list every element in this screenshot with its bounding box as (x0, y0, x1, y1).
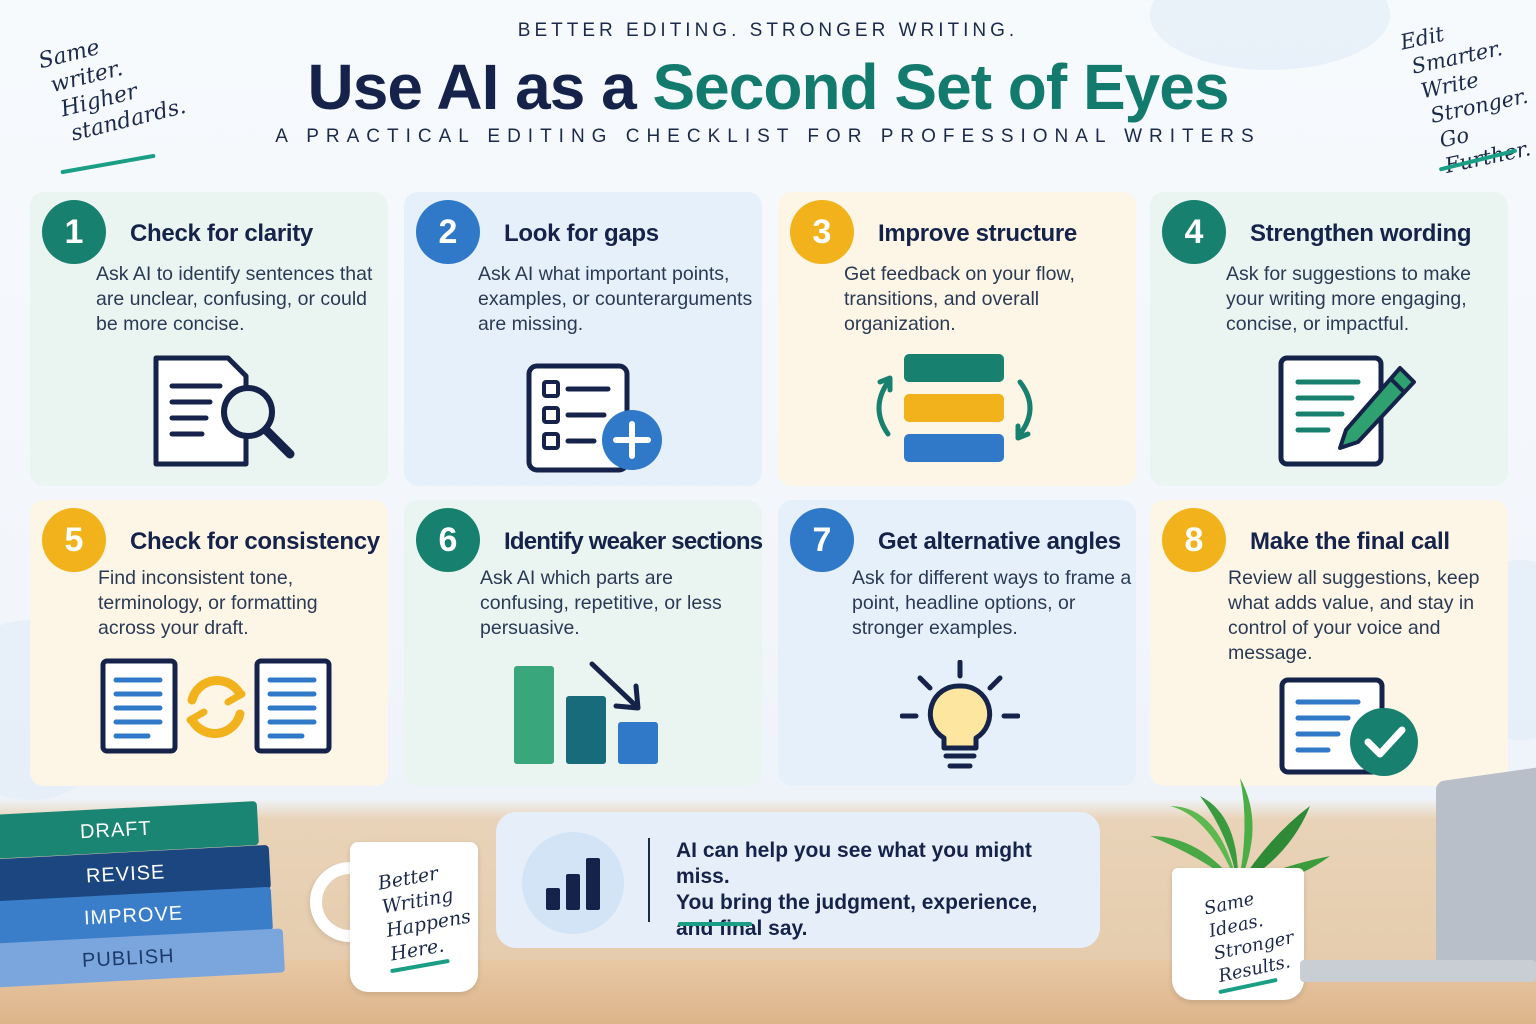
step-card-2: 2 Look for gaps Ask AI what important po… (404, 192, 762, 486)
step-card-8: 8 Make the final call Review all suggest… (1150, 500, 1508, 786)
step-title: Check for clarity (130, 220, 313, 247)
step-number: 5 (42, 508, 106, 572)
step-title: Get alternative angles (878, 528, 1121, 555)
callout-line: AI can help you see what you might miss. (676, 839, 1032, 888)
callout-message: AI can help you see what you might miss.… (676, 838, 1076, 942)
step-card-6: 6 Identify weaker sections Ask AI which … (404, 500, 763, 786)
step-title: Strengthen wording (1250, 220, 1472, 247)
lightbulb-icon (900, 660, 1020, 769)
step-description: Ask for different ways to frame a point,… (852, 567, 1132, 639)
step-description: Ask AI what important points, examples, … (478, 263, 753, 335)
callout-panel: AI can help you see what you might miss.… (496, 812, 1100, 948)
step-card-1: 1 Check for clarity Ask AI to identify s… (30, 192, 388, 486)
documents-sync-icon (100, 658, 332, 754)
step-title: Improve structure (878, 220, 1077, 247)
mug-text: Better Writing Happens Here. (376, 857, 477, 966)
step-title: Make the final call (1250, 528, 1450, 555)
document-check-icon (1279, 677, 1418, 776)
plant-pot: Same Ideas. Stronger Results. (1172, 868, 1304, 1000)
document-search-icon (153, 355, 295, 467)
step-description: Ask AI to identify sentences that are un… (96, 263, 373, 335)
step-description: Get feedback on your flow, transitions, … (844, 263, 1075, 335)
book-label: IMPROVE (83, 901, 184, 930)
step-number: 7 (790, 508, 854, 572)
page-subtitle: A PRACTICAL EDITING CHECKLIST FOR PROFES… (275, 126, 1261, 147)
book-label: DRAFT (79, 817, 153, 843)
step-title: Identify weaker sections (504, 528, 763, 555)
callout-line: and final say. (676, 917, 808, 940)
step-card-5: 5 Check for consistency Find inconsisten… (30, 500, 388, 786)
checklist-add-icon (526, 363, 662, 473)
callout-line: You bring the judgment, experience, (676, 891, 1038, 914)
note-right: Edit Smarter. Write Stronger. Go Further… (1398, 1, 1536, 182)
bars-declining-icon (514, 661, 658, 764)
title-accent: Second Set of Eyes (652, 51, 1229, 123)
callout-divider (648, 838, 650, 922)
book-label: REVISE (85, 860, 166, 887)
step-number: 6 (416, 508, 480, 572)
step-number: 1 (42, 200, 106, 264)
reorder-blocks-icon (876, 354, 1033, 462)
step-description: Ask AI which parts are confusing, repeti… (480, 567, 722, 639)
step-card-3: 3 Improve structure Get feedback on your… (778, 192, 1136, 486)
callout-underline (678, 922, 752, 926)
step-description: Review all suggestions, keep what adds v… (1228, 567, 1480, 664)
laptop-base (1300, 960, 1536, 982)
book-label: PUBLISH (81, 944, 176, 972)
step-card-4: 4 Strengthen wording Ask for suggestions… (1150, 192, 1508, 486)
step-number: 4 (1162, 200, 1226, 264)
step-description: Find inconsistent tone, terminology, or … (98, 567, 318, 639)
laptop-screen (1436, 766, 1536, 982)
step-title: Check for consistency (130, 528, 380, 555)
note-underline (60, 153, 156, 175)
step-number: 3 (790, 200, 854, 264)
pot-text: Same Ideas. Stronger Results. (1202, 881, 1301, 988)
step-number: 2 (416, 200, 480, 264)
step-card-7: 7 Get alternative angles Ask for differe… (778, 500, 1136, 786)
page-title: Use AI as a Second Set of Eyes (0, 50, 1536, 124)
step-title: Look for gaps (504, 220, 659, 247)
callout-icon-circle (522, 832, 624, 934)
step-number: 8 (1162, 508, 1226, 572)
bar-chart-icon (546, 858, 600, 910)
title-main: Use AI as a (307, 51, 653, 123)
eyebrow-text: BETTER EDITING. STRONGER WRITING. (517, 20, 1019, 41)
document-pencil-icon (1278, 355, 1416, 467)
step-description: Ask for suggestions to make your writing… (1226, 263, 1471, 335)
mug: Better Writing Happens Here. (350, 842, 478, 992)
